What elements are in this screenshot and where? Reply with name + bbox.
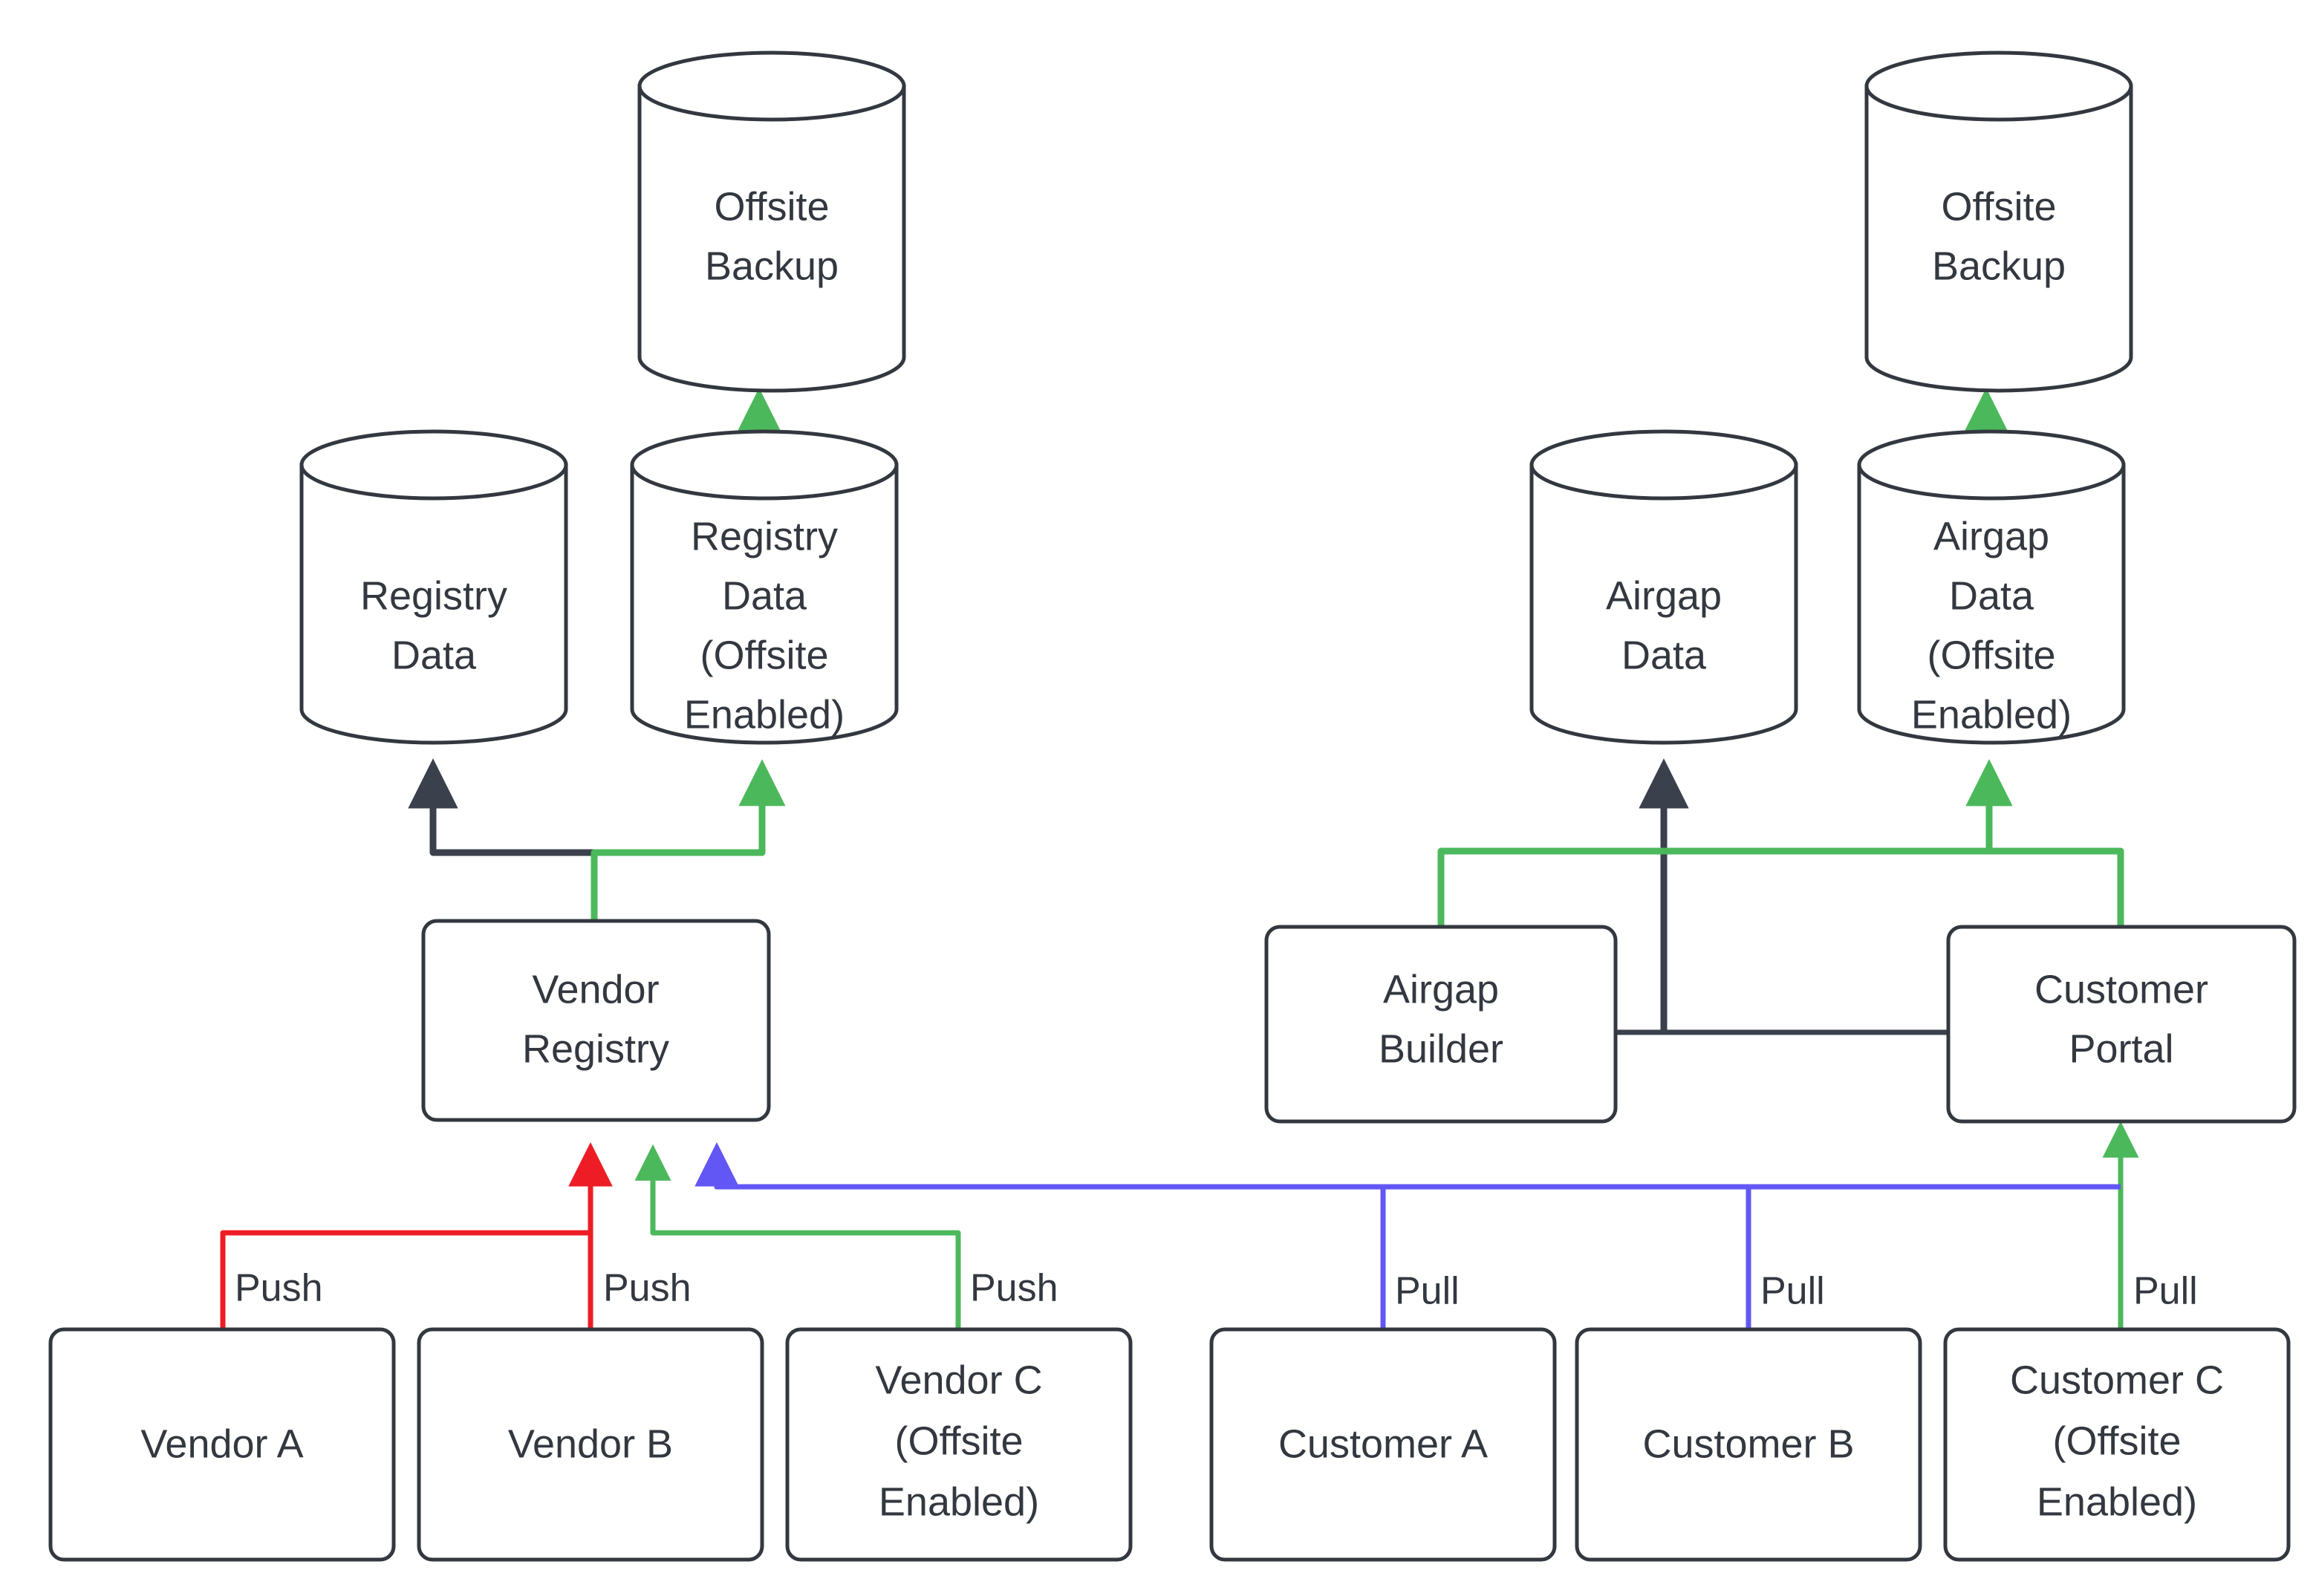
node-customer-b[interactable]: Customer B bbox=[1575, 1327, 1922, 1562]
airgap-builder-line2: Builder bbox=[1379, 1026, 1503, 1071]
registry-data-line2: Data bbox=[391, 633, 477, 677]
customer-portal-line1: Customer bbox=[2034, 967, 2208, 1012]
vendor-b-label: Vendor B bbox=[508, 1421, 673, 1466]
edge-vendor-registry-to-registry-data-offsite bbox=[591, 759, 786, 921]
registry-data-line1: Registry bbox=[360, 573, 507, 618]
edge-label-vendor-a-push: Push bbox=[235, 1267, 323, 1310]
offsite-backup-left-line2: Backup bbox=[705, 244, 839, 288]
airgap-data-offsite-line3: (Offsite bbox=[1927, 633, 2055, 677]
node-registry-data-offsite[interactable]: Registry Data (Offsite Enabled) bbox=[630, 429, 899, 745]
node-offsite-backup-left[interactable]: Offsite Backup bbox=[637, 51, 906, 393]
node-airgap-builder[interactable]: Airgap Builder bbox=[1264, 925, 1618, 1124]
offsite-backup-left-line1: Offsite bbox=[714, 184, 829, 229]
vendor-a-label: Vendor A bbox=[140, 1421, 303, 1466]
registry-data-offsite-line2: Data bbox=[722, 573, 807, 618]
airgap-data-offsite-line1: Airgap bbox=[1933, 514, 2049, 558]
node-vendor-a[interactable]: Vendor A bbox=[48, 1327, 396, 1562]
offsite-backup-right-line1: Offsite bbox=[1941, 184, 2056, 229]
customer-a-label: Customer A bbox=[1278, 1421, 1488, 1466]
node-vendor-c[interactable]: Vendor C (Offsite Enabled) bbox=[785, 1327, 1133, 1562]
node-customer-c[interactable]: Customer C (Offsite Enabled) bbox=[1943, 1327, 2291, 1562]
registry-data-offsite-line3: (Offsite bbox=[700, 633, 828, 677]
node-airgap-data-offsite[interactable]: Airgap Data (Offsite Enabled) bbox=[1857, 429, 2126, 745]
vendor-registry-line1: Vendor bbox=[532, 967, 659, 1012]
customer-c-line2: (Offsite bbox=[2052, 1419, 2181, 1463]
customer-b-label: Customer B bbox=[1642, 1421, 1854, 1466]
edge-vendor-registry-to-registry-data bbox=[408, 758, 598, 921]
node-registry-data[interactable]: Registry Data bbox=[299, 429, 568, 745]
edge-customer-portal-to-airgap-data-offsite bbox=[1965, 759, 2124, 927]
vendor-c-line2: (Offsite bbox=[894, 1419, 1023, 1463]
customer-portal-line2: Portal bbox=[2069, 1026, 2173, 1071]
airgap-data-line1: Airgap bbox=[1606, 573, 1722, 618]
airgap-data-line2: Data bbox=[1621, 633, 1707, 677]
edge-label-customer-a-pull: Pull bbox=[1395, 1270, 1460, 1313]
edge-label-customer-c-pull: Pull bbox=[2133, 1270, 2198, 1313]
vendor-registry-line2: Registry bbox=[522, 1026, 669, 1071]
registry-data-offsite-line1: Registry bbox=[691, 514, 838, 558]
customer-c-line1: Customer C bbox=[2010, 1358, 2224, 1402]
airgap-data-offsite-line4: Enabled) bbox=[1911, 692, 2072, 737]
edge-label-vendor-b-push: Push bbox=[603, 1267, 692, 1310]
vendor-c-line3: Enabled) bbox=[879, 1479, 1039, 1524]
edge-airgap-builder-to-airgap-data-offsite bbox=[1437, 759, 2013, 927]
node-customer-portal[interactable]: Customer Portal bbox=[1946, 925, 2297, 1124]
customer-c-line3: Enabled) bbox=[2037, 1479, 2197, 1524]
airgap-data-offsite-line2: Data bbox=[1949, 573, 2034, 618]
node-customer-a[interactable]: Customer A bbox=[1209, 1327, 1557, 1562]
vendor-c-line1: Vendor C bbox=[875, 1358, 1042, 1402]
edge-customer-b-to-vendor-registry bbox=[694, 1142, 1751, 1329]
registry-data-offsite-line4: Enabled) bbox=[684, 692, 845, 737]
node-airgap-data[interactable]: Airgap Data bbox=[1529, 429, 1798, 745]
airgap-builder-line1: Airgap bbox=[1383, 967, 1499, 1012]
node-vendor-registry[interactable]: Vendor Registry bbox=[421, 919, 771, 1122]
edge-vendor-c-to-vendor-registry bbox=[634, 1144, 961, 1329]
edge-label-vendor-c-push: Push bbox=[970, 1267, 1058, 1310]
node-vendor-b[interactable]: Vendor B bbox=[417, 1327, 764, 1562]
offsite-backup-right-line2: Backup bbox=[1932, 244, 2066, 288]
node-offsite-backup-right[interactable]: Offsite Backup bbox=[1864, 51, 2133, 393]
edge-label-customer-b-pull: Pull bbox=[1760, 1270, 1825, 1313]
